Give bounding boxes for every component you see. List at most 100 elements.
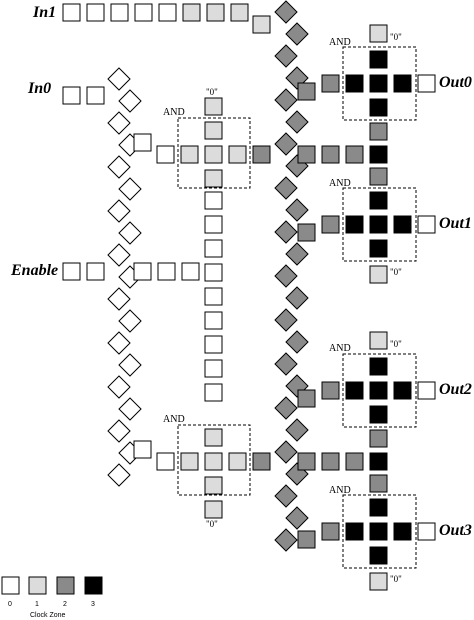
out1-and-output-cell bbox=[417, 215, 436, 234]
in1-wire-cell bbox=[62, 3, 81, 22]
out1-and-fixed-input-cell bbox=[369, 265, 388, 284]
and-gate-box-out1 bbox=[342, 187, 417, 262]
branch-cell bbox=[133, 440, 152, 459]
enable-vertical-cell bbox=[204, 311, 223, 330]
in0-rotated-wire-cell bbox=[118, 309, 142, 333]
out1-and-feed-cell bbox=[369, 167, 388, 186]
in0-rotated-wire-cell bbox=[118, 353, 142, 377]
in0-rotated-wire-cell bbox=[107, 111, 131, 135]
out3-and-branch-cell bbox=[297, 530, 316, 549]
clock-zone-legend: 0 1 2 3 Clock Zone bbox=[1, 576, 103, 619]
out0-and-gate-cell bbox=[393, 74, 412, 93]
in0-wire-cell bbox=[86, 86, 105, 105]
in0-wire-cell bbox=[62, 86, 81, 105]
branch-cell bbox=[133, 133, 152, 152]
in1-wire-cell bbox=[206, 3, 225, 22]
and-gate-cell bbox=[204, 428, 223, 447]
enable-vertical-cell bbox=[204, 263, 223, 282]
out3-and-gate-cell bbox=[369, 522, 388, 541]
out0-and-branch-cell bbox=[297, 82, 316, 101]
wire-cell bbox=[297, 145, 316, 164]
legend-label-zone-2: 2 bbox=[63, 601, 67, 608]
out1-and-gate-cell bbox=[393, 215, 412, 234]
and-label-out2: AND bbox=[329, 343, 351, 354]
wire-cell bbox=[297, 452, 316, 471]
in0-rotated-wire-cell bbox=[118, 89, 142, 113]
out2-and-gate-cell bbox=[369, 405, 388, 424]
enable-vertical-cell bbox=[204, 335, 223, 354]
out2-and-gate-cell bbox=[369, 381, 388, 400]
in1-rotated-wire-cell bbox=[274, 176, 298, 200]
and-label-upper-left: AND bbox=[163, 107, 185, 118]
out2-and-fixed-input-cell bbox=[369, 331, 388, 350]
in0-rotated-wire-cell bbox=[118, 177, 142, 201]
in0-rotated-wire-cell bbox=[107, 375, 131, 399]
in1-rotated-wire-cell bbox=[274, 0, 298, 24]
out3-and-gate-cell bbox=[393, 522, 412, 541]
fixed-zero-label-out2: "0" bbox=[390, 339, 402, 349]
in1-wire-cell bbox=[230, 3, 249, 22]
out1-and-gate-cell bbox=[369, 191, 388, 210]
out2-and-gate-cell bbox=[369, 357, 388, 376]
legend-label-zone-1: 1 bbox=[35, 601, 39, 608]
legend-label-zone-0: 0 bbox=[8, 601, 12, 608]
out1-and-branch-cell bbox=[297, 223, 316, 242]
and-gate-cell bbox=[204, 476, 223, 495]
in1-rotated-wire-cell bbox=[285, 418, 309, 442]
wire-cell bbox=[321, 145, 340, 164]
and-gate-cell bbox=[228, 145, 247, 164]
and-gate-cell bbox=[204, 121, 223, 140]
out3-and-gate-cell bbox=[345, 522, 364, 541]
and-label-out3: AND bbox=[329, 485, 351, 496]
in1-rotated-wire-cell bbox=[285, 110, 309, 134]
and-fixed-input-cell bbox=[204, 97, 223, 116]
and-label-out0: AND bbox=[329, 37, 351, 48]
in1-rotated-wire-cell bbox=[274, 88, 298, 112]
and-gate-box-upper-left bbox=[177, 117, 251, 189]
in1-rotated-wire-cell bbox=[285, 286, 309, 310]
in0-rotated-wire-cell bbox=[107, 419, 131, 443]
out0-label: Out0 bbox=[439, 74, 472, 91]
and-gate-cell bbox=[204, 169, 223, 188]
in1-rotated-wire-cell bbox=[274, 396, 298, 420]
out0-and-gate-cell bbox=[345, 74, 364, 93]
and-gate-box-out3 bbox=[342, 494, 417, 569]
out0-and-feed-cell bbox=[369, 122, 388, 141]
in1-rotated-wire-cell bbox=[274, 264, 298, 288]
in1-rotated-wire-cell bbox=[274, 308, 298, 332]
out2-and-output-cell bbox=[417, 381, 436, 400]
in0-rotated-wire-cell bbox=[107, 243, 131, 267]
legend-swatch-zone-3 bbox=[84, 576, 103, 595]
enable-wire-cell bbox=[133, 262, 152, 281]
fixed-zero-label-lower-left: "0" bbox=[206, 519, 218, 529]
out1-and-input-cell bbox=[321, 215, 340, 234]
in1-rotated-wire-cell bbox=[285, 242, 309, 266]
wire-cell bbox=[369, 452, 388, 471]
in1-label: In1 bbox=[32, 4, 56, 21]
out3-and-fixed-input-cell bbox=[369, 572, 388, 591]
fixed-zero-label-upper-left: "0" bbox=[206, 87, 218, 97]
out3-and-output-cell bbox=[417, 522, 436, 541]
out0-and-output-cell bbox=[417, 74, 436, 93]
in1-rotated-wire-cell bbox=[274, 220, 298, 244]
and-gate-box-out0 bbox=[342, 46, 417, 121]
in0-label: In0 bbox=[27, 80, 51, 97]
out2-and-gate-cell bbox=[393, 381, 412, 400]
in1-wire-cell bbox=[110, 3, 129, 22]
and-input-cell bbox=[156, 452, 175, 471]
and-gate-cell bbox=[204, 145, 223, 164]
out0-and-input-cell bbox=[321, 74, 340, 93]
out0-and-gate-cell bbox=[369, 50, 388, 69]
legend-swatch-zone-0 bbox=[1, 576, 20, 595]
and-gate-box-lower-left bbox=[177, 424, 251, 496]
enable-wire-cell bbox=[157, 262, 176, 281]
out1-label: Out1 bbox=[439, 215, 472, 232]
in0-rotated-wire-cell bbox=[107, 287, 131, 311]
out1-and-gate-cell bbox=[345, 215, 364, 234]
legend-title: Clock Zone bbox=[30, 612, 66, 619]
out0-and-fixed-input-cell bbox=[369, 24, 388, 43]
wire-cell bbox=[345, 145, 364, 164]
out2-and-branch-cell bbox=[297, 389, 316, 408]
in0-rotated-wire-cell bbox=[107, 331, 131, 355]
and-gate-cell bbox=[180, 145, 199, 164]
